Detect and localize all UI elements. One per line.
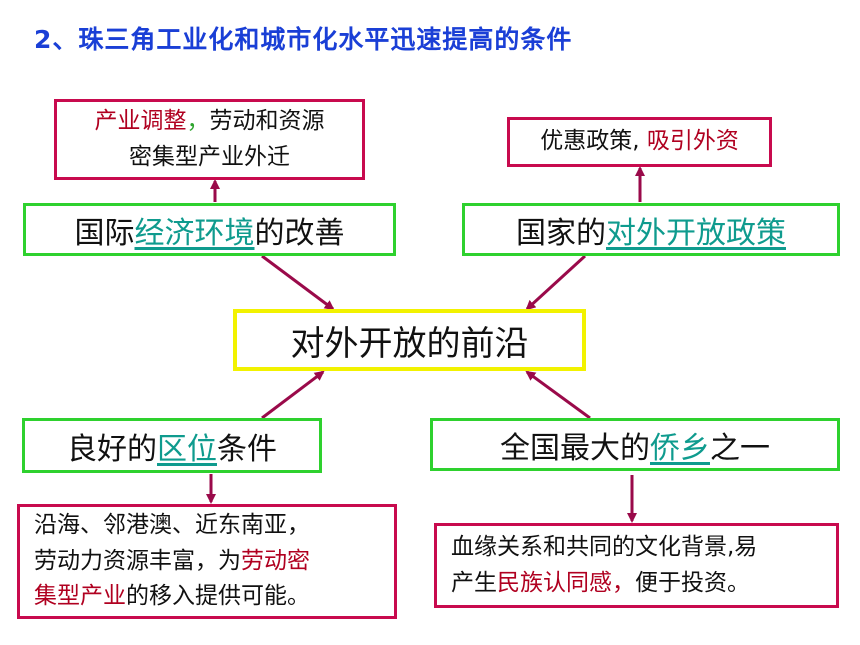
link-opening-policy[interactable]: 对外开放政策 xyxy=(606,215,786,251)
link-economic-environment[interactable]: 经济环境 xyxy=(134,215,255,251)
note-preferential-policy: 优惠政策, 吸引外资 xyxy=(507,117,772,167)
link-location[interactable]: 区位 xyxy=(157,431,217,467)
page-title: 2、珠三角工业化和城市化水平迅速提高的条件 xyxy=(34,25,573,54)
condition-international-economy: 国际经济环境的改善 xyxy=(23,203,396,256)
link-qiaoxiang[interactable]: 侨乡 xyxy=(650,430,710,466)
note-industrial-adjustment: 产业调整，劳动和资源 密集型产业外迁 xyxy=(54,99,365,180)
note-coastal-location: 沿海、邻港澳、近东南亚， 劳动力资源丰富，为劳动密 集型产业的移入提供可能。 xyxy=(17,504,397,619)
condition-overseas-hometown: 全国最大的侨乡之一 xyxy=(430,418,840,471)
center-opening-frontier: 对外开放的前沿 xyxy=(233,309,586,371)
arrow-topleft-to-center xyxy=(261,254,335,311)
arrow-bottomright-to-center xyxy=(525,370,591,420)
arrow-bottomleft-to-center xyxy=(261,370,325,420)
arrow-topright-to-center xyxy=(525,254,587,311)
note-ethnic-identity: 血缘关系和共同的文化背景,易 产生民族认同感，便于投资。 xyxy=(434,523,839,608)
condition-opening-policy: 国家的对外开放政策 xyxy=(462,203,840,256)
condition-good-location: 良好的区位条件 xyxy=(22,418,322,473)
